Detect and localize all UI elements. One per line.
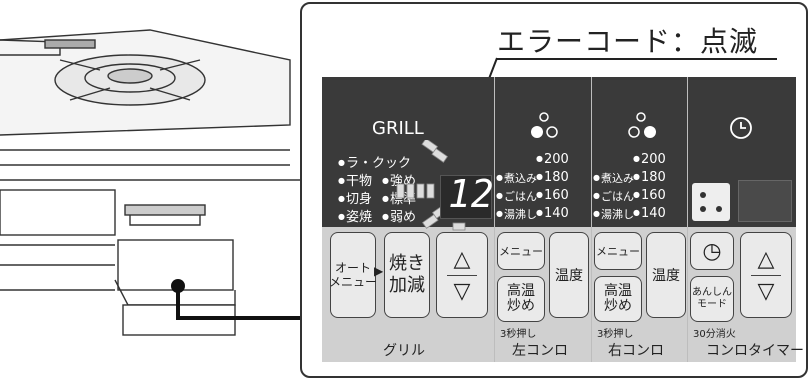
triangle-down-icon[interactable]: ▽ [453,278,471,304]
left-temp-200: 200 [536,152,569,167]
safe-mode-button[interactable]: あんしん モード [690,276,734,322]
right-menu-button[interactable]: メニュー [594,232,642,270]
stove-illustration [0,29,300,336]
left-temp-140: 140 [536,206,569,221]
grill-up-down-button[interactable]: △ ▽ [436,232,488,318]
grill-mode-ra-cook: ラ・クック [338,152,411,171]
grill-section-label: グリル [383,343,425,359]
divider [447,274,477,276]
left-temp-button[interactable]: 温度 [549,232,589,318]
left-temp-180: 180 [536,170,569,185]
right-temp-140: 140 [633,206,666,221]
divider [751,274,781,276]
grill-level-weak: 弱め [382,206,416,225]
right-temp-200: 200 [633,152,666,167]
error-code-callout: エラーコード：点滅 [497,25,759,58]
left-burner-icon [531,112,558,138]
left-burner-label: 左コンロ [512,343,568,359]
left-high-heat-button[interactable]: 高温 炒め [497,276,545,322]
right-temp-180: 180 [633,170,666,185]
grill-mode-sugatayaki: 姿焼 [338,206,372,225]
right-mode-nikomi: 煮込み [593,170,634,186]
left-mode-yuwakashi: 湯沸し [496,206,537,222]
right-burner-icon [628,112,656,138]
separator [591,77,592,362]
triangle-up-icon[interactable]: △ [757,246,775,272]
triangle-up-icon[interactable]: △ [453,246,471,272]
separator [687,77,688,362]
grill-mode-kirimi: 切身 [338,188,372,207]
grill-mode-himono: 干物 [338,170,372,189]
grill-error-code: 12 [448,172,494,216]
grill-bake-adjust-button[interactable]: 焼き 加減 [384,232,430,318]
left-mode-nikomi: 煮込み [496,170,537,186]
left-menu-button[interactable]: メニュー [497,232,545,270]
right-mode-gohan: ごはん [593,188,634,204]
timer-digit-display [738,180,792,222]
right-temp-160: 160 [633,188,666,203]
grill-title: GRILL [372,118,424,139]
triangle-down-icon[interactable]: ▽ [757,278,775,304]
grill-auto-menu-button[interactable]: オート メニュー [329,232,377,318]
left-hold-note: 3秒押し [500,329,537,340]
arrow-right-icon: ▶ [374,264,384,278]
right-burner-label: 右コンロ [608,343,664,359]
timer-clock-button[interactable]: ◷ [690,232,734,270]
timer-dice-indicator [692,183,730,221]
right-hold-note: 3秒押し [597,329,634,340]
right-temp-button[interactable]: 温度 [646,232,686,318]
grill-digit-display [440,175,492,219]
left-mode-gohan: ごはん [496,188,537,204]
dice-icon [700,192,722,212]
timer-up-down-button[interactable]: △ ▽ [740,232,792,318]
callout-underline [497,58,777,60]
right-mode-yuwakashi: 湯沸し [593,206,634,222]
timer-note: 30分消火 [693,329,736,340]
timer-section-label: コンロタイマー [706,343,804,359]
clock-icon [730,117,752,139]
right-high-heat-button[interactable]: 高温 炒め [594,276,642,322]
left-temp-160: 160 [536,188,569,203]
separator [494,77,495,362]
